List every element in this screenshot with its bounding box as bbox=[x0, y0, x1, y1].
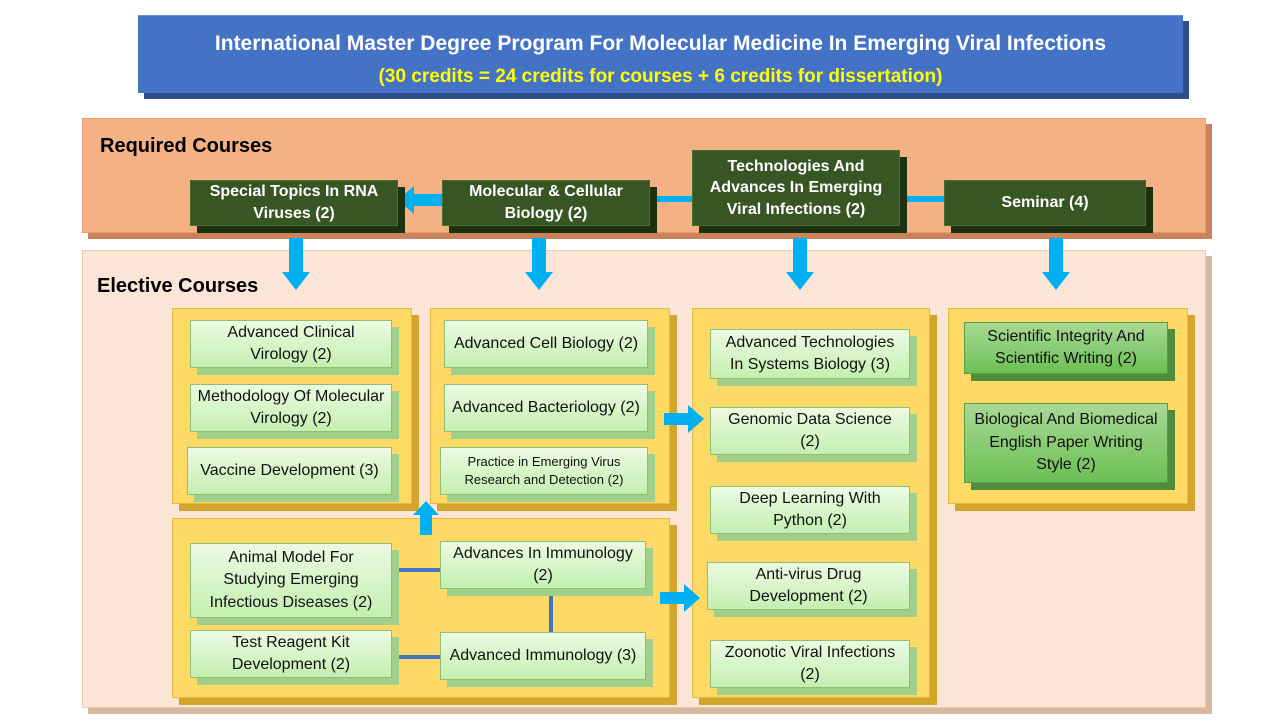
course-advances-in-immunology: Advances In Immunology (2) bbox=[440, 541, 646, 589]
course-deep-learning-python: Deep Learning With Python (2) bbox=[710, 486, 910, 534]
required-courses-label: Required Courses bbox=[100, 135, 273, 157]
course-anti-virus-drug-development: Anti-virus Drug Development (2) bbox=[707, 562, 910, 610]
course-genomic-data-science: Genomic Data Science (2) bbox=[710, 407, 910, 455]
elective-courses-label: Elective Courses bbox=[97, 275, 259, 297]
course-technologies-emerging-viral-infections: Technologies And Advances In Emerging Vi… bbox=[692, 150, 900, 226]
down-arrow-icon bbox=[282, 238, 310, 290]
course-advanced-clinical-virology: Advanced Clinical Virology (2) bbox=[190, 320, 392, 368]
required-connector bbox=[900, 196, 944, 202]
down-arrow-icon bbox=[1042, 238, 1070, 290]
course-practice-emerging-virus-research: Practice in Emerging Virus Research and … bbox=[440, 447, 648, 495]
right-arrow-icon bbox=[660, 584, 700, 612]
course-advanced-technologies-systems-biology: Advanced Technologies In Systems Biology… bbox=[710, 329, 910, 379]
program-title-banner: International Master Degree Program For … bbox=[138, 15, 1183, 93]
program-title: International Master Degree Program For … bbox=[214, 32, 1107, 55]
course-vaccine-development: Vaccine Development (3) bbox=[187, 447, 392, 495]
left-arrow-icon bbox=[398, 186, 442, 214]
course-methodology-molecular-virology: Methodology Of Molecular Virology (2) bbox=[190, 384, 392, 432]
course-biomedical-english-paper-writing: Biological And Biomedical English Paper … bbox=[964, 403, 1168, 483]
course-test-reagent-kit-development: Test Reagent Kit Development (2) bbox=[190, 630, 392, 678]
up-arrow-icon bbox=[413, 501, 439, 535]
right-arrow-icon bbox=[664, 405, 704, 433]
course-zoonotic-viral-infections: Zoonotic Viral Infections (2) bbox=[710, 640, 910, 688]
down-arrow-icon bbox=[525, 238, 553, 290]
course-scientific-integrity-writing: Scientific Integrity And Scientific Writ… bbox=[964, 322, 1168, 374]
course-advanced-bacteriology: Advanced Bacteriology (2) bbox=[444, 384, 648, 432]
required-connector bbox=[650, 196, 692, 202]
down-arrow-icon bbox=[786, 238, 814, 290]
credits-subtitle: (30 credits = 24 credits for courses + 6… bbox=[378, 66, 943, 87]
course-molecular-cellular-biology: Molecular & Cellular Biology (2) bbox=[442, 180, 650, 226]
course-animal-model-emerging-diseases: Animal Model For Studying Emerging Infec… bbox=[190, 543, 392, 618]
connector-line bbox=[392, 655, 440, 659]
course-advanced-cell-biology: Advanced Cell Biology (2) bbox=[444, 320, 648, 368]
connector-line bbox=[549, 590, 553, 632]
connector-line bbox=[392, 568, 440, 572]
course-special-topics-rna-viruses: Special Topics In RNA Viruses (2) bbox=[190, 180, 398, 226]
course-seminar: Seminar (4) bbox=[944, 180, 1146, 226]
course-advanced-immunology: Advanced Immunology (3) bbox=[440, 632, 646, 680]
